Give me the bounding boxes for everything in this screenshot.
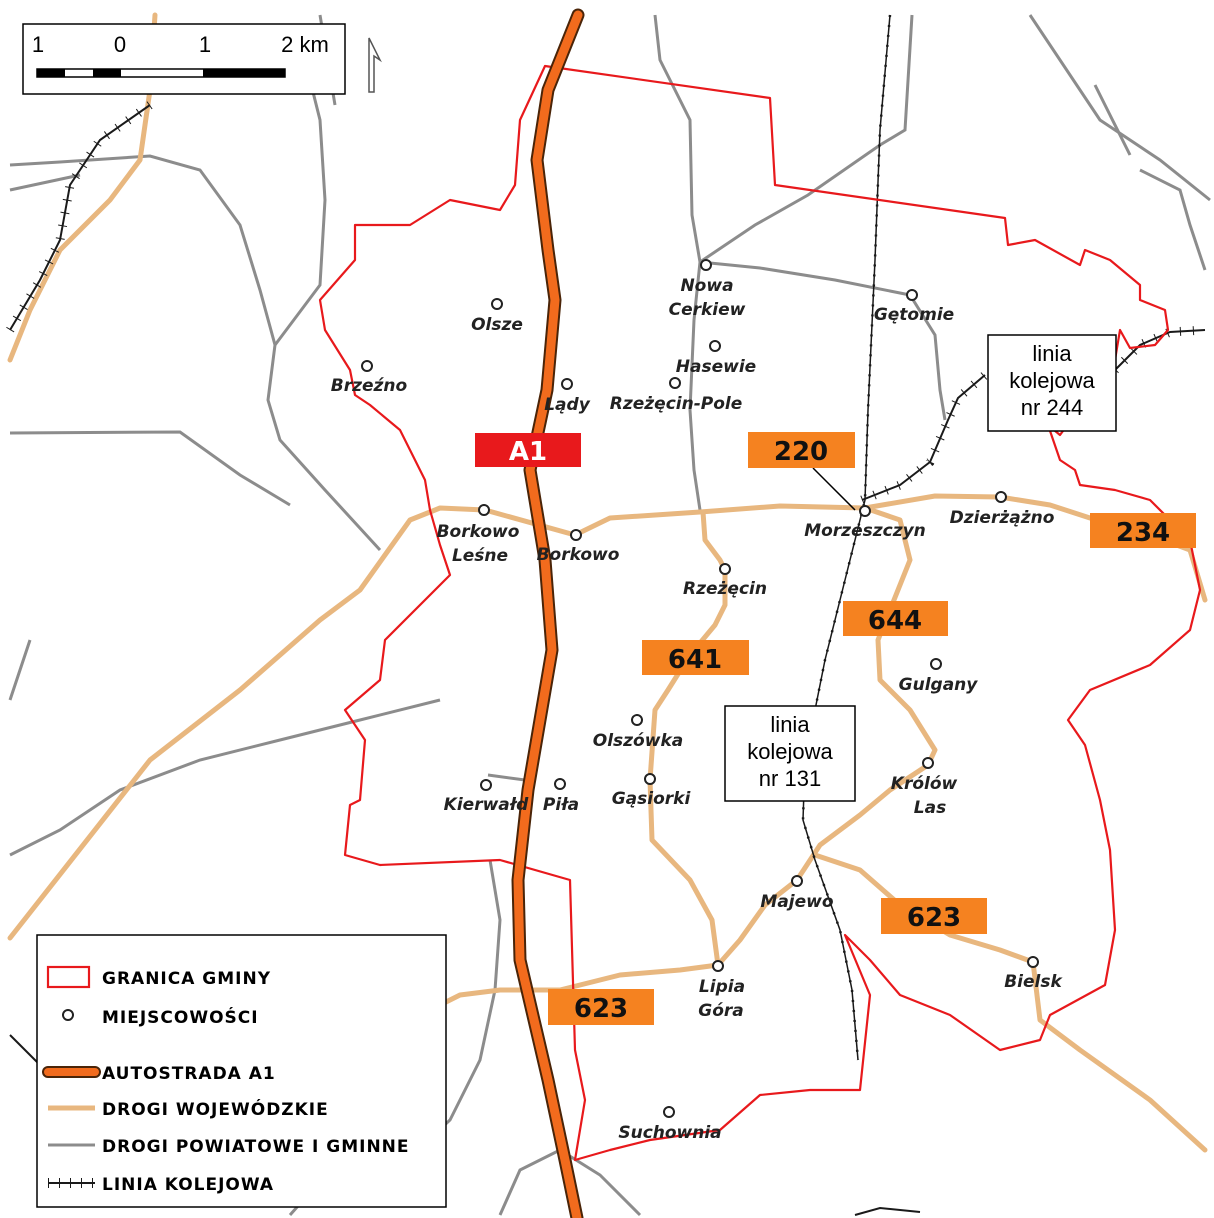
legend-label-voivodeship-road: DROGI WOJEWÓDZKIE <box>102 1098 329 1120</box>
map-legend: GRANICA GMINY MIEJSCOWOŚCI AUTOSTRADA A1… <box>36 934 447 1208</box>
settlement-marker-morzeszczyn <box>859 505 871 517</box>
svg-text:nr 131: nr 131 <box>759 766 821 791</box>
legend-label-local-road: DROGI POWIATOWE I GMINNE <box>102 1137 410 1157</box>
legend-label-settlement: MIEJSCOWOŚCI <box>102 1006 259 1028</box>
settlement-marker-suchownia <box>663 1106 675 1118</box>
svg-text:644: 644 <box>868 606 922 636</box>
place-label-borkowo-lesne-2: Leśne <box>452 546 508 566</box>
settlement-marker-rzezecin <box>719 563 731 575</box>
settlement-marker-olszowka <box>631 714 643 726</box>
place-label-krolow-las-2: Las <box>914 798 946 818</box>
road-number-644: 644 <box>843 601 948 636</box>
svg-text:kolejowa: kolejowa <box>1009 368 1095 393</box>
settlement-marker-hasewie <box>709 340 721 352</box>
settlement-marker-nowa-cerkiew <box>700 259 712 271</box>
place-label-rzezecin: Rzeżęcin <box>683 579 767 599</box>
place-label-lipia-gora-2: Góra <box>698 1001 744 1021</box>
road-number-641: 641 <box>642 640 749 675</box>
settlement-marker-bielsk <box>1027 956 1039 968</box>
svg-text:nr 244: nr 244 <box>1021 395 1083 420</box>
legend-label-boundary: GRANICA GMINY <box>102 969 271 989</box>
settlement-marker-pila <box>554 778 566 790</box>
place-label-krolow-las-1: Królów <box>891 774 958 794</box>
settlement-marker-gasiorki <box>644 773 656 785</box>
svg-text:234: 234 <box>1116 518 1170 548</box>
road-number-623-east: 623 <box>881 898 987 934</box>
legend-symbol-settlement <box>62 1009 74 1021</box>
legend-symbol-boundary <box>46 965 91 989</box>
settlement-marker-borkowo <box>570 529 582 541</box>
settlement-marker-dzierzazno <box>995 491 1007 503</box>
place-label-lipia-gora-1: Lipia <box>699 977 745 997</box>
svg-text:623: 623 <box>574 994 628 1024</box>
svg-text:220: 220 <box>774 437 828 467</box>
place-label-dzierzazno: Dzierżążno <box>950 508 1055 528</box>
settlement-marker-brzezno <box>361 360 373 372</box>
north-arrow-icon <box>368 37 382 93</box>
place-label-majewo: Majewo <box>760 892 833 912</box>
place-label-pila: Piła <box>543 795 579 815</box>
settlement-labels: Olsze Brzeźno Lądy Nowa Cerkiew Hasewie … <box>331 276 1064 1143</box>
place-label-hasewie: Hasewie <box>676 357 756 377</box>
settlement-marker-olsze <box>491 298 503 310</box>
settlement-marker-gulgany <box>930 658 942 670</box>
place-label-olsze: Olsze <box>471 315 523 335</box>
settlement-marker-kierwald <box>480 779 492 791</box>
place-label-nowa-cerkiew-2: Cerkiew <box>669 300 746 320</box>
scale-bar: 1 0 1 2 km <box>22 23 346 95</box>
settlement-marker-krolow-las <box>922 757 934 769</box>
place-label-gulgany: Gulgany <box>899 675 979 695</box>
place-label-nowa-cerkiew-1: Nowa <box>680 276 733 296</box>
commune-boundary <box>318 64 1202 1162</box>
place-label-getomie: Gętomie <box>874 305 954 325</box>
place-label-rzezecin-pole: Rzeżęcin-Pole <box>610 394 743 414</box>
road-number-234: 234 <box>1090 513 1196 548</box>
settlement-markers <box>361 259 1039 1118</box>
place-label-suchownia: Suchownia <box>618 1123 721 1143</box>
svg-text:linia: linia <box>770 712 810 737</box>
scale-tick-1-left: 1 <box>32 32 44 57</box>
place-label-brzezno: Brzeźno <box>331 376 408 396</box>
place-label-borkowo: Borkowo <box>537 545 620 565</box>
settlement-marker-lipia-gora <box>712 960 724 972</box>
settlement-marker-borkowo-lesne <box>478 504 490 516</box>
scale-tick-1: 1 <box>199 32 211 57</box>
place-label-borkowo-lesne-1: Borkowo <box>437 522 520 542</box>
settlement-marker-getomie <box>906 289 918 301</box>
road-number-623-west: 623 <box>548 989 654 1025</box>
place-label-gasiorki: Gąsiorki <box>612 789 692 809</box>
a1-highway-badge: A1 <box>475 433 581 467</box>
scale-tick-2km: 2 km <box>281 32 329 57</box>
settlement-marker-majewo <box>791 875 803 887</box>
place-label-olszowka: Olszówka <box>593 731 683 751</box>
voivodeship-roads <box>7 12 1208 1153</box>
railway-label-131: linia kolejowa nr 131 <box>724 705 856 802</box>
svg-text:623: 623 <box>907 903 961 933</box>
a1-motorway <box>511 8 585 1218</box>
place-label-bielsk: Bielsk <box>1004 972 1063 992</box>
place-label-morzeszczyn: Morzeszczyn <box>804 521 926 541</box>
road-number-220: 220 <box>748 432 855 468</box>
callout-leaders <box>812 467 856 511</box>
road-number-badges: 220 234 644 641 623 623 <box>548 432 1196 1025</box>
legend-label-motorway: AUTOSTRADA A1 <box>102 1064 276 1084</box>
scale-tick-0: 0 <box>114 32 126 57</box>
svg-text:kolejowa: kolejowa <box>747 739 833 764</box>
svg-text:A1: A1 <box>509 437 547 467</box>
svg-text:linia: linia <box>1032 341 1072 366</box>
place-label-lady: Lądy <box>544 395 590 415</box>
settlement-marker-rzezecin-pole <box>669 377 681 389</box>
railway-label-244: linia kolejowa nr 244 <box>987 334 1117 432</box>
settlement-marker-lady <box>561 378 573 390</box>
svg-text:641: 641 <box>668 645 722 675</box>
legend-label-railway: LINIA KOLEJOWA <box>102 1175 274 1195</box>
place-label-kierwald: Kierwałd <box>444 795 529 815</box>
